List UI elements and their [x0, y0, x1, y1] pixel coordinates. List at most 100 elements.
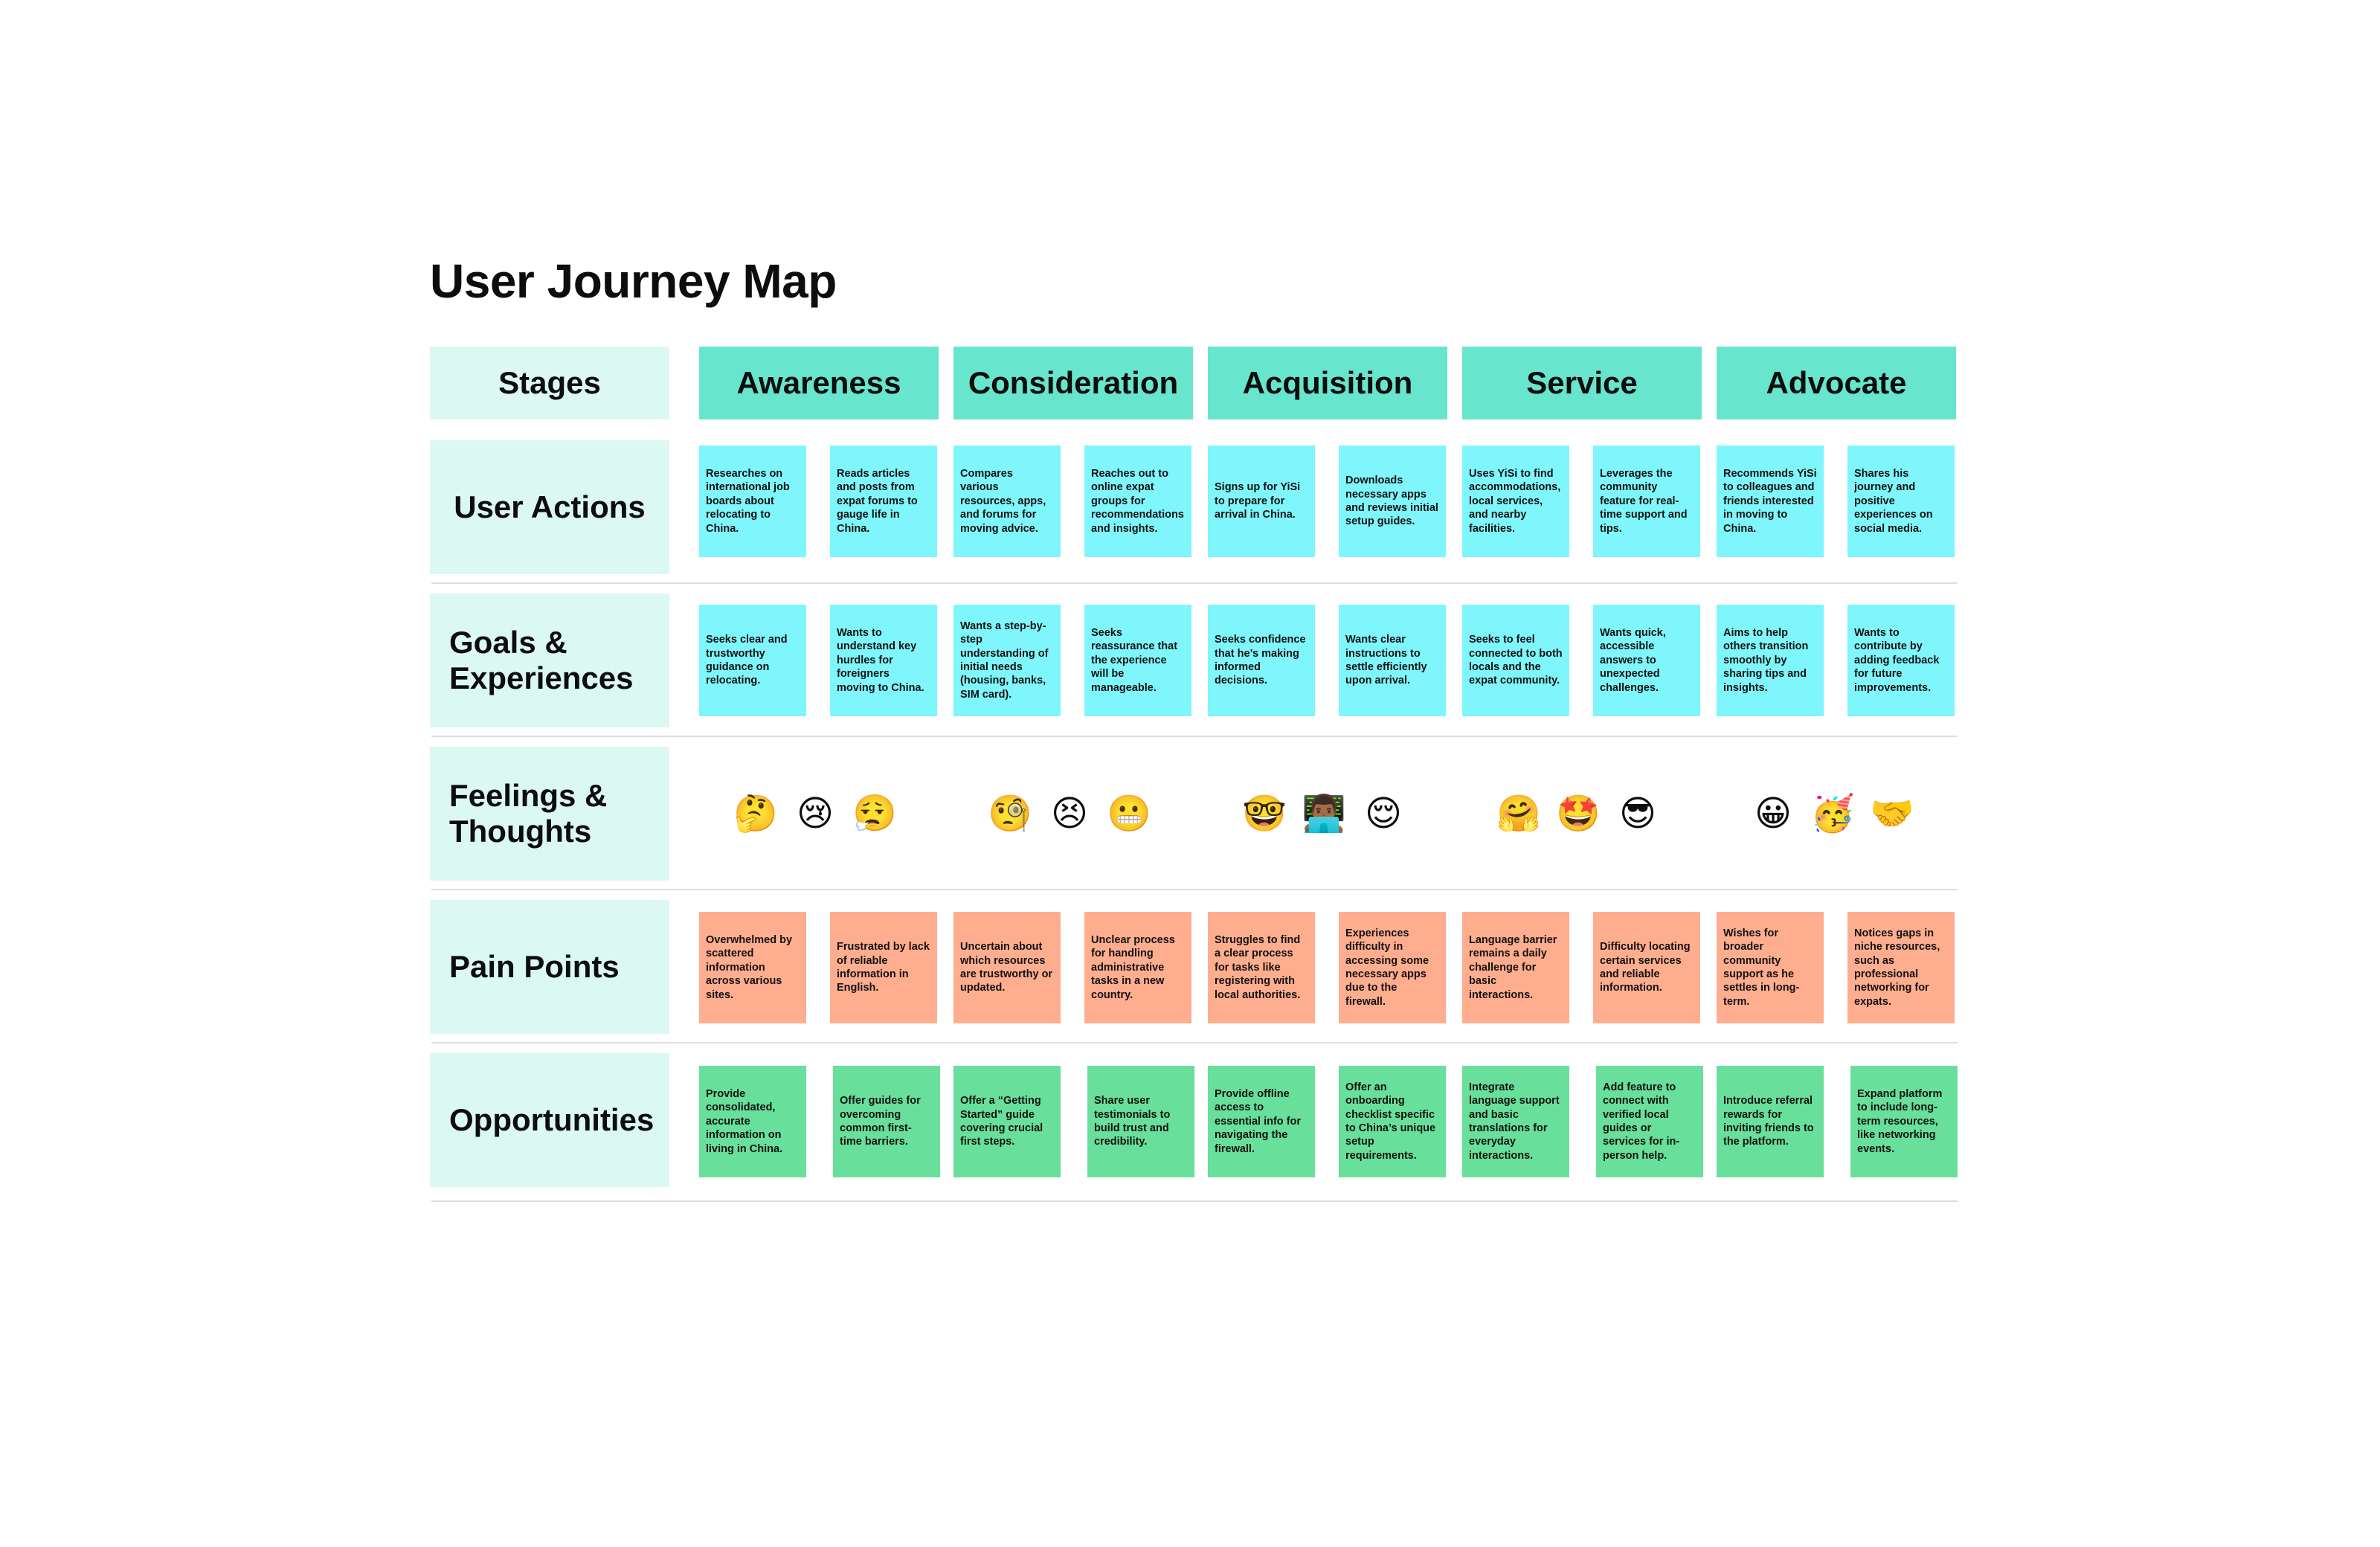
note-text: Seeks to feel connected to both locals a…	[1469, 634, 1563, 687]
note-text: Wishes for broader community support as …	[1723, 927, 1800, 1008]
pain-point-note: Notices gaps in niche resources, such as…	[1847, 912, 1955, 1023]
row-divider	[431, 1042, 1958, 1043]
note-text: Provide offline access to essential info…	[1215, 1087, 1302, 1155]
note-text: Language barrier remains a daily challen…	[1469, 933, 1557, 1001]
note-text: Reads articles and posts from expat foru…	[837, 467, 918, 535]
action-note: Researches on international job boards a…	[699, 446, 806, 557]
pain-point-note: Unclear process for handling administrat…	[1084, 912, 1191, 1023]
note-text: Uses YiSi to find accommodations, local …	[1469, 467, 1561, 535]
action-note: Reads articles and posts from expat foru…	[830, 446, 937, 557]
opportunity-note: Offer guides for overcoming common first…	[833, 1066, 940, 1177]
row-divider	[431, 582, 1958, 584]
opportunity-note: Provide consolidated, accurate informati…	[699, 1066, 806, 1177]
stage-header-acquisition: Acquisition	[1208, 347, 1447, 419]
feeling-emoji-icon: 🥳	[1810, 794, 1855, 834]
opportunity-note: Offer an onboarding checklist specific t…	[1339, 1066, 1446, 1177]
note-text: Integrate language support and basic tra…	[1469, 1081, 1560, 1162]
row-label-text: Goals & Experiences	[449, 624, 634, 695]
note-text: Reaches out to online expat groups for r…	[1091, 467, 1184, 535]
feeling-emoji-icon: 🤓	[1242, 794, 1287, 834]
feeling-emoji-icon: 😣	[1050, 794, 1089, 834]
stage-header-advocate: Advocate	[1717, 347, 1956, 419]
goal-note: Wants clear instructions to settle effic…	[1339, 605, 1446, 716]
note-text: Wants to understand key hurdles for fore…	[837, 626, 924, 694]
goal-note: Wants a step-by-step understanding of in…	[953, 605, 1061, 716]
row-label-text: User Actions	[454, 489, 646, 524]
row-label-feelings: Feelings & Thoughts	[430, 747, 669, 881]
action-note: Reaches out to online expat groups for r…	[1084, 446, 1191, 557]
action-note: Compares various resources, apps, and fo…	[953, 446, 1061, 557]
feeling-emoji-icon: 😬	[1107, 794, 1151, 834]
note-text: Seeks clear and trustworthy guidance on …	[706, 634, 788, 687]
pain-point-note: Frustrated by lack of reliable informati…	[830, 912, 937, 1023]
row-label-text: Feelings & Thoughts	[449, 777, 608, 849]
opportunity-note: Provide offline access to essential info…	[1208, 1066, 1315, 1177]
feeling-emoji-icon: 🧐	[988, 794, 1032, 834]
feeling-emoji-icon: 😌	[1364, 794, 1403, 834]
note-text: Shares his journey and positive experien…	[1854, 467, 1933, 535]
feeling-emoji-icon: 😮‍💨	[852, 794, 897, 834]
pain-point-note: Experiences difficulty in accessing some…	[1339, 912, 1446, 1023]
action-note: Signs up for YiSi to prepare for arrival…	[1208, 446, 1315, 557]
pain-point-note: Language barrier remains a daily challen…	[1462, 912, 1569, 1023]
row-label-text: Opportunities	[449, 1101, 654, 1137]
note-text: Experiences difficulty in accessing some…	[1345, 927, 1429, 1008]
goal-note: Seeks confidence that he’s making inform…	[1208, 605, 1315, 716]
row-label-goals: Goals & Experiences	[430, 594, 669, 727]
row-label-opportunities: Opportunities	[430, 1053, 669, 1187]
opportunity-note: Offer a “Getting Started” guide covering…	[953, 1066, 1061, 1177]
goal-note: Wants to contribute by adding feedback f…	[1847, 605, 1955, 716]
note-text: Seeks reassurance that the experience wi…	[1091, 626, 1178, 694]
pain-point-note: Struggles to find a clear process for ta…	[1208, 912, 1315, 1023]
note-text: Uncertain about which resources are trus…	[960, 941, 1053, 994]
action-note: Shares his journey and positive experien…	[1847, 446, 1955, 557]
feeling-emoji-icon: 🤗	[1496, 794, 1541, 834]
pain-point-note: Uncertain about which resources are trus…	[953, 912, 1061, 1023]
note-text: Researches on international job boards a…	[706, 467, 790, 535]
goal-note: Seeks reassurance that the experience wi…	[1084, 605, 1191, 716]
goal-note: Seeks to feel connected to both locals a…	[1462, 605, 1569, 716]
row-label-text: Pain Points	[449, 948, 620, 984]
note-text: Wants quick, accessible answers to unexp…	[1600, 626, 1666, 694]
note-text: Wants to contribute by adding feedback f…	[1854, 626, 1940, 694]
goal-note: Seeks clear and trustworthy guidance on …	[699, 605, 806, 716]
pain-point-note: Difficulty locating certain services and…	[1593, 912, 1700, 1023]
row-label-pain-points: Pain Points	[430, 900, 669, 1034]
note-text: Offer an onboarding checklist specific t…	[1345, 1081, 1436, 1162]
row-divider	[431, 736, 1958, 737]
note-text: Downloads necessary apps and reviews ini…	[1345, 475, 1438, 528]
note-text: Seeks confidence that he’s making inform…	[1215, 634, 1306, 687]
note-text: Offer a “Getting Started” guide covering…	[960, 1095, 1043, 1148]
opportunity-note: Integrate language support and basic tra…	[1462, 1066, 1569, 1177]
note-text: Unclear process for handling administrat…	[1091, 933, 1175, 1001]
row-label-stages: Stages	[430, 347, 669, 419]
pain-point-note: Wishes for broader community support as …	[1717, 912, 1824, 1023]
stage-header-service: Service	[1462, 347, 1702, 419]
note-text: Offer guides for overcoming common first…	[840, 1095, 921, 1148]
note-text: Aims to help others transition smoothly …	[1723, 626, 1809, 694]
row-divider	[431, 889, 1958, 890]
note-text: Frustrated by lack of reliable informati…	[837, 941, 930, 994]
feeling-emoji-icon: 👨🏾‍💻	[1302, 794, 1346, 834]
note-text: Expand platform to include long-term res…	[1857, 1087, 1943, 1155]
action-note: Leverages the community feature for real…	[1593, 446, 1700, 557]
note-text: Overwhelmed by scattered information acr…	[706, 933, 793, 1001]
goal-note: Wants to understand key hurdles for fore…	[830, 605, 937, 716]
action-note: Downloads necessary apps and reviews ini…	[1339, 446, 1446, 557]
note-text: Signs up for YiSi to prepare for arrival…	[1215, 481, 1301, 521]
opportunity-note: Add feature to connect with verified loc…	[1596, 1066, 1703, 1177]
goal-note: Aims to help others transition smoothly …	[1717, 605, 1824, 716]
goal-note: Wants quick, accessible answers to unexp…	[1593, 605, 1700, 716]
note-text: Provide consolidated, accurate informati…	[706, 1087, 783, 1155]
feeling-emoji-icon: 🤔	[733, 794, 778, 834]
note-text: Compares various resources, apps, and fo…	[960, 467, 1046, 535]
stage-header-consideration: Consideration	[953, 347, 1193, 419]
note-text: Introduce referral rewards for inviting …	[1723, 1095, 1814, 1148]
note-text: Wants a step-by-step understanding of in…	[960, 620, 1049, 701]
feeling-emoji-icon: 🤝	[1870, 794, 1914, 834]
pain-point-note: Overwhelmed by scattered information acr…	[699, 912, 806, 1023]
row-divider	[431, 1200, 1958, 1202]
feeling-emoji-icon: 😎	[1618, 794, 1657, 834]
feeling-emoji-icon: 😀	[1754, 794, 1792, 834]
opportunity-note: Introduce referral rewards for inviting …	[1717, 1066, 1824, 1177]
